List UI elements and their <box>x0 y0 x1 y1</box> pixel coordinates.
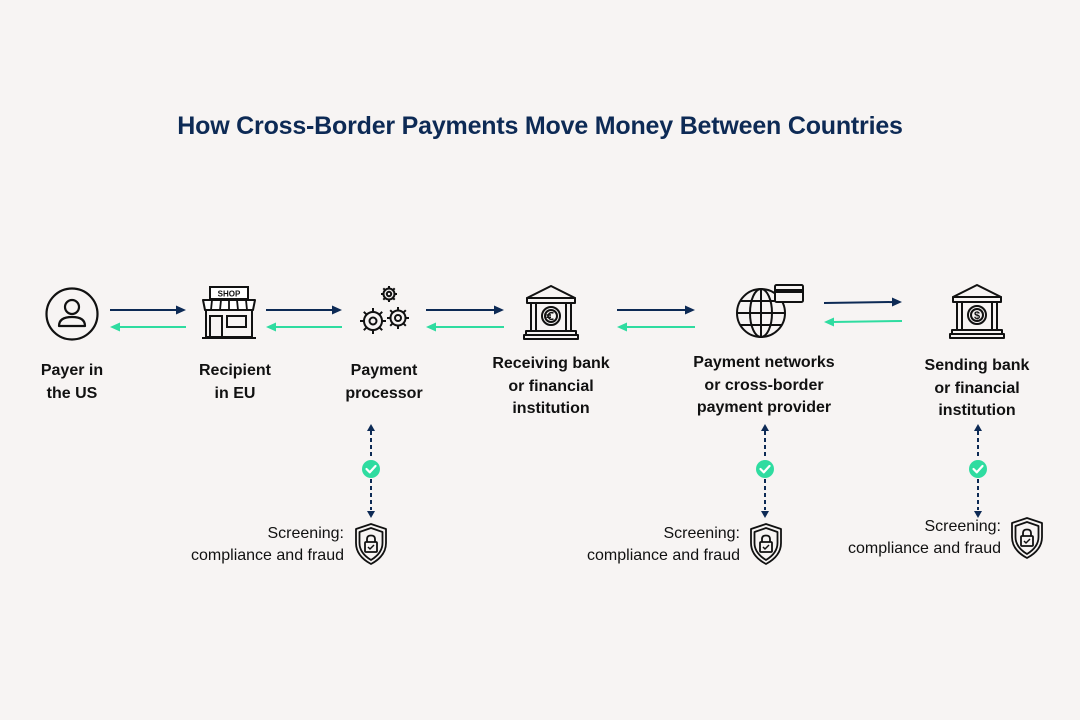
label-line: or cross-border <box>704 376 824 394</box>
screening-label-3: Screening: compliance and fraud <box>817 516 1001 560</box>
arrow-pair-2 <box>264 302 344 334</box>
label-line: Receiving bank <box>492 355 610 372</box>
label-line: or financial <box>508 377 594 395</box>
screening-connector-1 <box>360 422 382 520</box>
arrow-pair-1 <box>108 302 188 334</box>
shield-lock-icon <box>1009 516 1045 560</box>
shop-sign-text: SHOP <box>218 290 241 299</box>
shield-lock-icon <box>748 522 784 566</box>
label-line: Payment <box>350 362 418 379</box>
label-line: Payment networks <box>693 354 835 371</box>
node-label-recipient: Recipient in EU <box>172 360 298 405</box>
label-line: or financial <box>934 379 1020 397</box>
euro-bank-icon <box>523 283 579 341</box>
node-label-payment-networks: Payment networks or cross-border payment… <box>672 352 856 420</box>
screening-connector-3 <box>967 422 989 520</box>
svg-text:$: $ <box>974 310 980 322</box>
shop-icon: SHOP <box>200 284 258 342</box>
screening-line: Screening: <box>663 525 741 542</box>
label-line: in EU <box>214 384 256 402</box>
label-line: Recipient <box>198 362 271 379</box>
screening-line: compliance and fraud <box>587 547 740 564</box>
label-line: institution <box>938 402 1016 419</box>
label-line: payment provider <box>696 399 832 416</box>
gears-icon <box>356 283 414 341</box>
label-line: Sending bank <box>924 357 1030 374</box>
label-line: institution <box>512 400 590 417</box>
label-line: the US <box>46 384 98 402</box>
arrow-pair-4 <box>615 302 697 334</box>
globe-card-icon <box>734 282 806 340</box>
person-icon <box>44 286 100 342</box>
diagram-title: How Cross-Border Payments Move Money Bet… <box>177 112 903 140</box>
screening-connector-2 <box>754 422 776 520</box>
node-label-processor: Payment processor <box>322 360 446 405</box>
screening-line: Screening: <box>267 525 345 542</box>
screening-line: compliance and fraud <box>848 540 1001 557</box>
dollar-bank-icon: $ <box>949 282 1005 340</box>
label-line: processor <box>345 384 423 402</box>
node-label-receiving-bank: Receiving bank or financial institution <box>472 353 630 421</box>
screening-label-2: Screening: compliance and fraud <box>556 523 740 567</box>
arrow-pair-5 <box>822 294 904 330</box>
node-label-payer: Payer in the US <box>12 360 132 405</box>
node-label-sending-bank: Sending bank or financial institution <box>900 355 1054 423</box>
screening-label-1: Screening: compliance and fraud <box>160 523 344 567</box>
shield-lock-icon <box>353 522 389 566</box>
screening-line: compliance and fraud <box>191 547 344 564</box>
label-line: Payer in <box>40 362 104 379</box>
screening-line: Screening: <box>924 518 1002 535</box>
arrow-pair-3 <box>424 302 506 334</box>
